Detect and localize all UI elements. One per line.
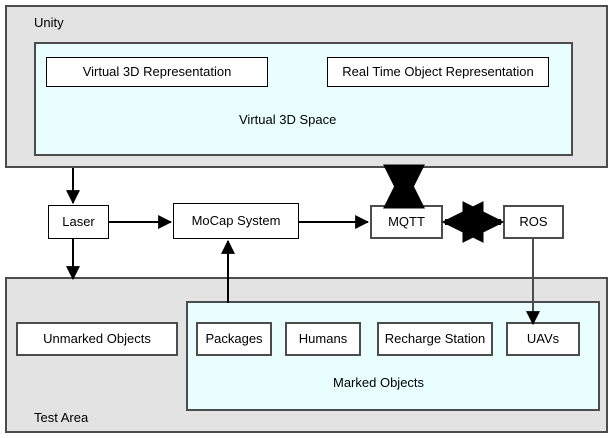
mqtt-node[interactable]: MQTT <box>370 205 443 239</box>
test-area-region-label: Test Area <box>34 410 89 425</box>
packages-node[interactable]: Packages <box>196 322 272 356</box>
virtual-3d-representation-node[interactable]: Virtual 3D Representation <box>46 57 268 87</box>
unmarked-objects-node[interactable]: Unmarked Objects <box>16 322 178 356</box>
laser-node[interactable]: Laser <box>48 205 109 239</box>
recharge-station-node[interactable]: Recharge Station <box>377 322 493 356</box>
virtual-3d-space-label: Virtual 3D Space <box>239 112 337 127</box>
marked-objects-label: Marked Objects <box>333 375 425 390</box>
ros-node[interactable]: ROS <box>503 205 564 239</box>
unity-region-label: Unity <box>34 15 64 30</box>
real-time-object-representation-node[interactable]: Real Time Object Representation <box>327 57 549 87</box>
uavs-node[interactable]: UAVs <box>506 322 580 356</box>
mocap-system-node[interactable]: MoCap System <box>173 203 299 239</box>
humans-node[interactable]: Humans <box>285 322 361 356</box>
marked-objects-region <box>186 301 600 411</box>
